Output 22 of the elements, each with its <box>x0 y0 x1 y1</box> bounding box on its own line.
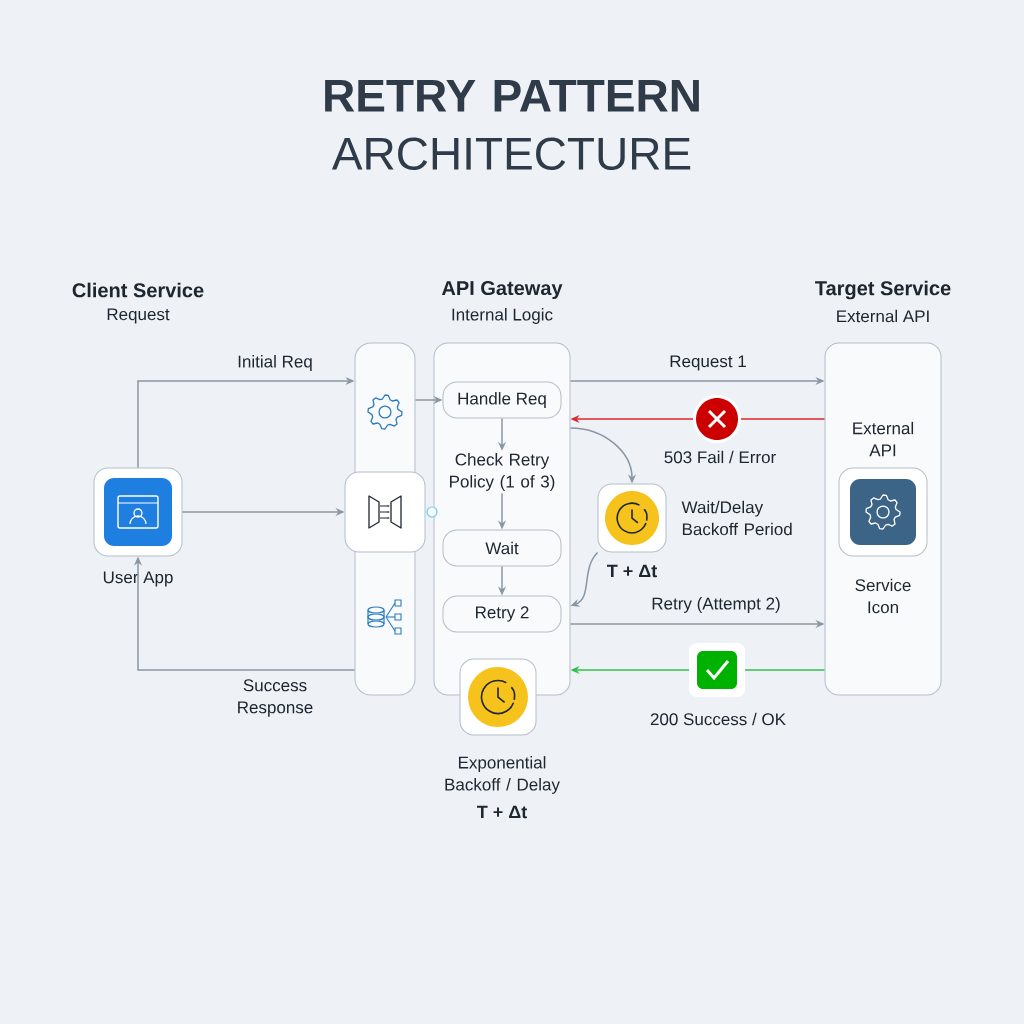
delay-formula: T + Δt <box>607 564 657 578</box>
title: RETRY PATTERN ARCHITECTURE <box>325 79 699 171</box>
service-label: External API <box>853 421 914 457</box>
edge-label: Request 1 <box>668 354 748 372</box>
backoff-formula: T + Δt <box>477 805 527 819</box>
delay-label: Wait/Delay Backoff Period <box>681 500 792 536</box>
backoff-label: Exponential Backoff / Delay <box>445 756 560 794</box>
step-text: Check Retry Policy (1 of 3) <box>450 453 555 491</box>
edge-label: Success Response <box>229 678 321 718</box>
column-heading: Client Service <box>72 282 204 298</box>
column-subheading: External API <box>837 309 929 323</box>
step-box: Retry 2 <box>442 595 562 633</box>
edge-label: Initial Req <box>236 354 314 372</box>
column-subheading: Request <box>107 308 170 324</box>
app-label: User App <box>103 571 173 587</box>
step-box: Handle Req <box>442 381 562 419</box>
column-heading: API Gateway <box>441 280 563 300</box>
column-heading: Target Service <box>815 280 951 300</box>
edge-label: Retry (Attempt 2) <box>650 596 782 614</box>
column-subheading: Internal Logic <box>452 308 553 324</box>
service-label: Service Icon <box>855 578 911 614</box>
step-box: Wait <box>442 529 562 567</box>
